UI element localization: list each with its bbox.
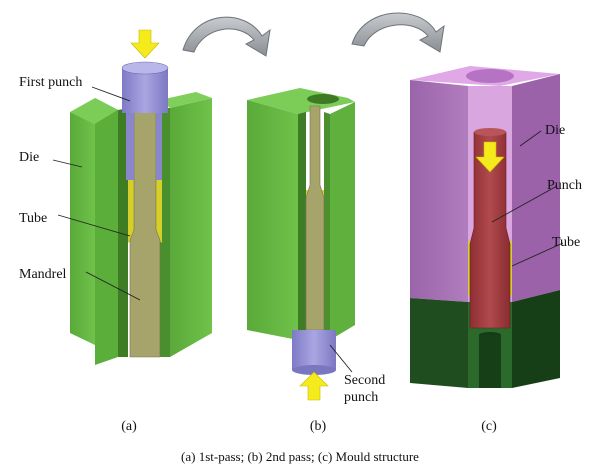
curved-arrow-icon [182,16,271,57]
figure-caption: (a) 1st-pass; (b) 2nd pass; (c) Mould st… [181,449,419,464]
first-punch-a [121,61,169,180]
die-a [70,92,212,365]
tube-a [128,180,162,243]
panel-c [410,66,560,388]
die-b [247,88,355,340]
label-punch-c: Punch [547,178,582,193]
curved-arrow-icon [351,12,445,53]
panel-b [247,88,355,401]
label-first-punch: First punch [19,75,82,90]
up-arrow-icon [299,371,329,401]
second-punch-b [292,330,336,375]
down-arrow-icon [130,29,160,59]
label-mandrel: Mandrel [19,267,67,282]
mandrel-b [305,105,325,331]
panel-label-c: (c) [481,419,497,434]
label-tube-a: Tube [19,211,47,226]
down-arrow-icon [475,141,505,173]
leader-lines [52,86,564,373]
mandrel-a [129,109,161,358]
panel-label-a: (a) [121,419,137,434]
label-tube-c: Tube [552,235,580,250]
panel-label-b: (b) [310,419,327,434]
label-second-punch-2: punch [344,390,378,405]
punch-c [469,128,511,329]
label-die-c: Die [545,123,565,138]
label-die-a: Die [19,150,39,165]
panel-a [70,29,212,365]
label-second-punch-1: Second [344,373,385,388]
